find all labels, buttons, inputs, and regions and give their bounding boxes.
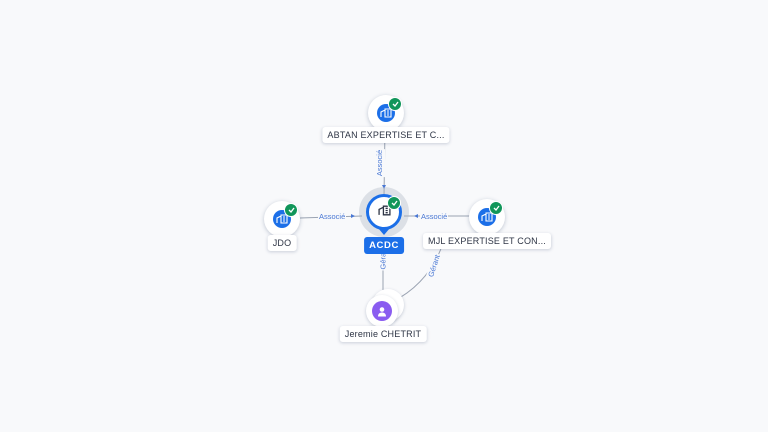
check-icon <box>387 196 401 210</box>
focus-node-label[interactable]: ACDC <box>364 237 404 254</box>
edge-label-abtan-acdc: Associé <box>375 148 386 178</box>
company-node-circle[interactable] <box>469 199 505 235</box>
node-label[interactable]: JDO <box>267 235 297 251</box>
node-label[interactable]: Jeremie CHETRIT <box>339 326 427 342</box>
person-node-circle[interactable] <box>366 295 398 327</box>
edge-jdo-acdc-arrow <box>351 214 355 218</box>
edge-abtan-acdc-arrow <box>382 185 386 189</box>
edge-label-mjl-acdc: Associé <box>420 212 449 222</box>
company-node-circle[interactable] <box>264 201 300 237</box>
node-label[interactable]: MJL EXPERTISE ET CON... <box>423 233 551 249</box>
check-icon <box>388 97 402 111</box>
check-icon <box>284 203 298 217</box>
node-label[interactable]: ABTAN EXPERTISE ET C... <box>322 127 450 143</box>
check-icon <box>489 201 503 215</box>
edge-mjl-acdc-arrow <box>414 214 418 218</box>
company-node-circle[interactable] <box>368 95 404 131</box>
edge-label-jdo-acdc: Associé <box>318 212 347 222</box>
focus-pin <box>378 228 390 235</box>
user-icon <box>372 301 392 321</box>
